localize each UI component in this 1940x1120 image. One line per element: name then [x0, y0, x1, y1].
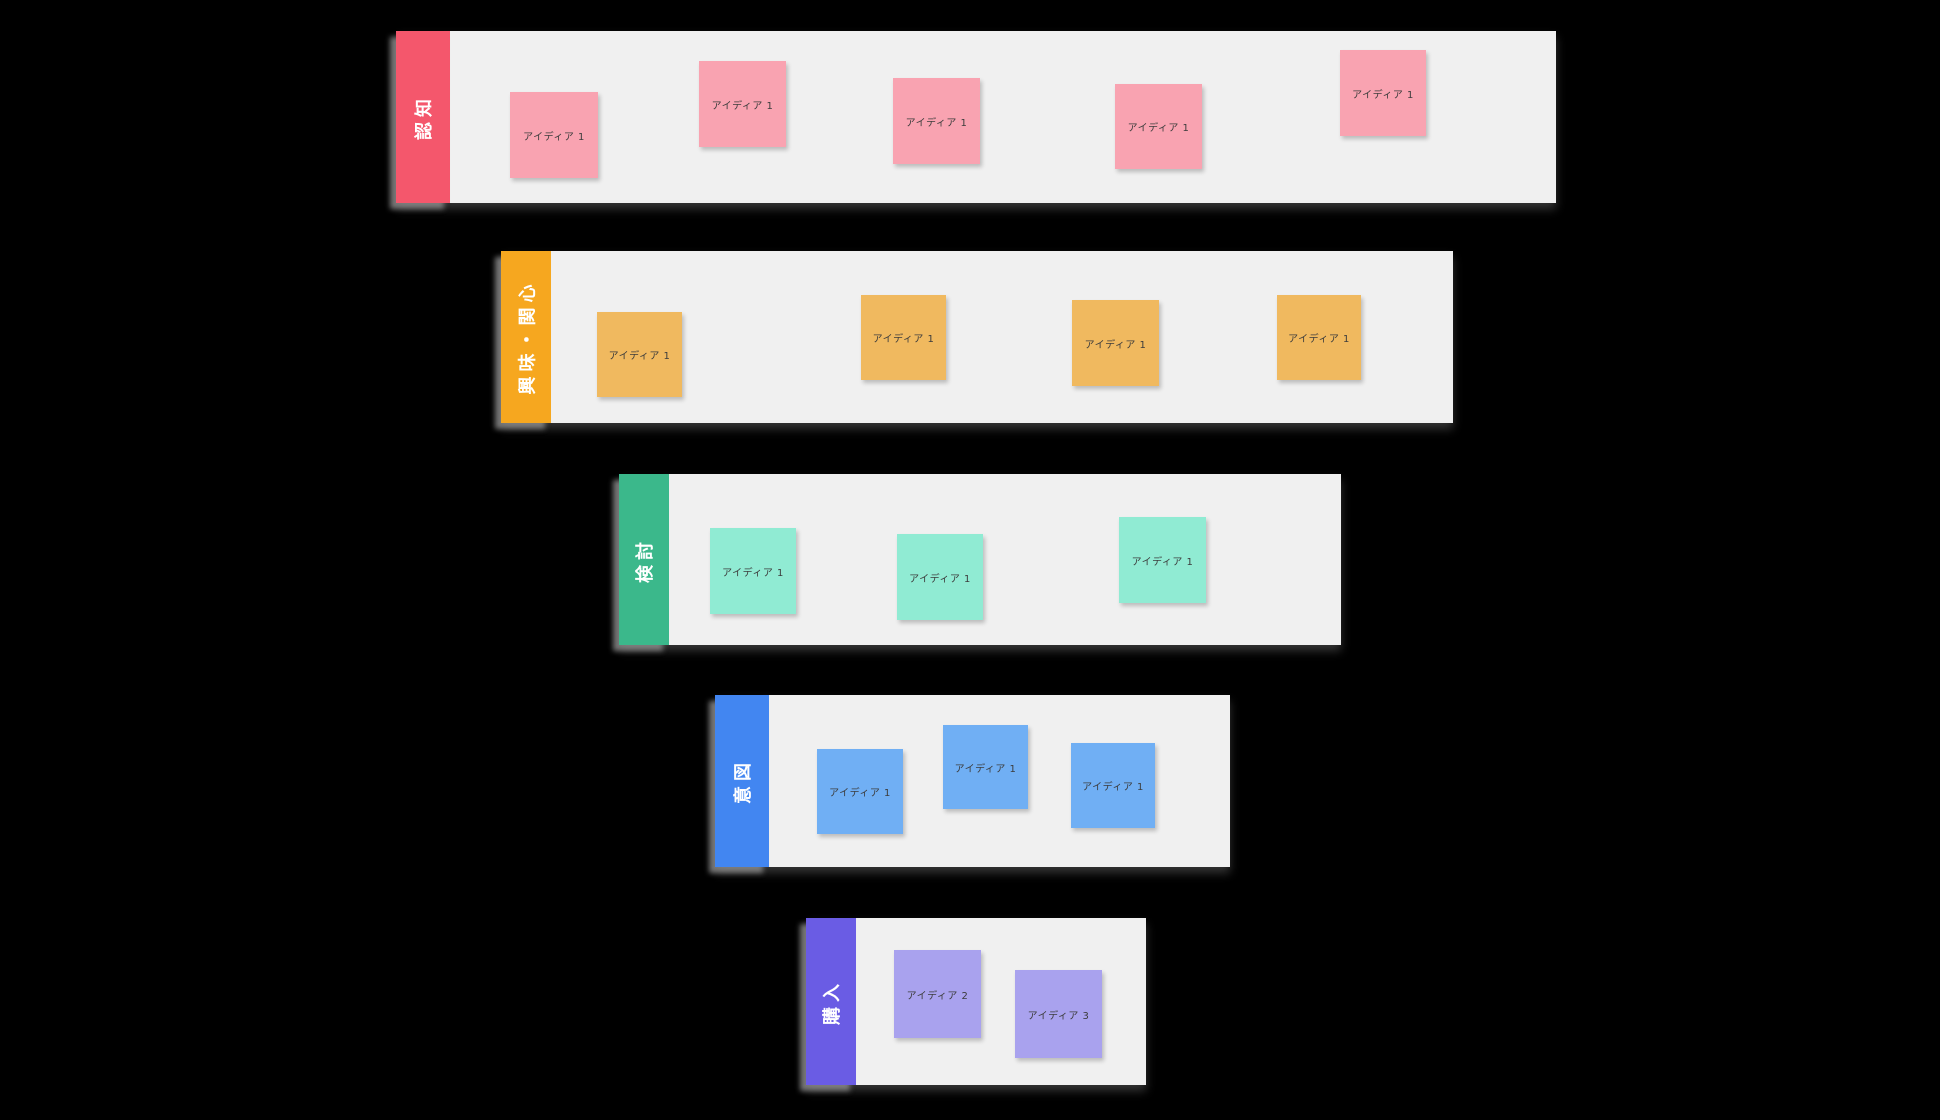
lane-label: 興味・関心 [517, 279, 538, 395]
sticky-note[interactable]: アイディア 1 [943, 725, 1028, 809]
sticky-note[interactable]: アイディア 1 [597, 312, 682, 397]
sticky-note-text: アイディア 1 [1288, 334, 1350, 345]
lane-label: 検討 [635, 536, 656, 583]
sticky-note-text: アイディア 1 [711, 100, 774, 112]
sticky-note-text: アイディア 1 [523, 131, 585, 143]
sticky-note-text: アイディア 3 [1027, 1010, 1090, 1022]
sticky-note[interactable]: アイディア 2 [894, 950, 981, 1038]
lane-label-bar[interactable]: 検討 [619, 474, 669, 645]
sticky-note-text: アイディア 1 [829, 788, 891, 799]
funnel-lane-consideration[interactable]: 検討 アイディア 1 アイディア 1 アイディア 1 [619, 474, 1341, 645]
sticky-note-text: アイディア 1 [1352, 89, 1414, 101]
sticky-note-text: アイディア 2 [906, 990, 969, 1002]
sticky-note-text: アイディア 1 [608, 351, 671, 362]
sticky-note-text: アイディア 1 [954, 763, 1017, 775]
sticky-note[interactable]: アイディア 1 [710, 528, 796, 614]
lane-label-bar[interactable]: 認知 [396, 31, 450, 203]
sticky-note[interactable]: アイディア 1 [817, 749, 903, 834]
sticky-note[interactable]: アイディア 1 [1277, 295, 1361, 380]
sticky-note[interactable]: アイディア 1 [893, 78, 980, 164]
lane-label-bar[interactable]: 購入 [806, 918, 856, 1085]
sticky-note[interactable]: アイディア 1 [1115, 84, 1202, 169]
sticky-note-text: アイディア 1 [872, 334, 935, 345]
sticky-note[interactable]: アイディア 1 [1340, 50, 1426, 136]
sticky-note[interactable]: アイディア 1 [1119, 517, 1206, 603]
sticky-note[interactable]: アイディア 1 [1071, 743, 1155, 828]
sticky-note-text: アイディア 1 [909, 573, 971, 585]
funnel-lane-awareness[interactable]: 認知 アイディア 1 アイディア 1 アイディア 1 アイディア 1 アイディア… [396, 31, 1556, 203]
lane-label-bar[interactable]: 意図 [715, 695, 769, 867]
sticky-note[interactable]: アイディア 1 [510, 92, 598, 178]
sticky-note[interactable]: アイディア 3 [1015, 970, 1102, 1058]
funnel-lane-intent[interactable]: 意図 アイディア 1 アイディア 1 アイディア 1 [715, 695, 1230, 867]
sticky-note[interactable]: アイディア 1 [1072, 300, 1159, 386]
sticky-note-text: アイディア 1 [905, 117, 968, 129]
sticky-note[interactable]: アイディア 1 [699, 61, 786, 147]
lane-label: 認知 [414, 94, 435, 140]
lane-label-bar[interactable]: 興味・関心 [501, 251, 551, 423]
funnel-lane-interest[interactable]: 興味・関心 アイディア 1 アイディア 1 アイディア 1 アイディア 1 [501, 251, 1453, 423]
funnel-lane-purchase[interactable]: 購入 アイディア 2 アイディア 3 [806, 918, 1146, 1085]
lane-label: 購入 [822, 978, 843, 1025]
lane-label: 意図 [733, 758, 754, 804]
sticky-note-text: アイディア 1 [1084, 339, 1147, 351]
sticky-note[interactable]: アイディア 1 [861, 295, 946, 380]
sticky-note-text: アイディア 1 [722, 567, 784, 579]
sticky-note-text: アイディア 1 [1082, 782, 1144, 793]
sticky-note[interactable]: アイディア 1 [897, 534, 983, 620]
sticky-note-text: アイディア 1 [1131, 556, 1194, 568]
sticky-note-text: アイディア 1 [1127, 123, 1190, 134]
